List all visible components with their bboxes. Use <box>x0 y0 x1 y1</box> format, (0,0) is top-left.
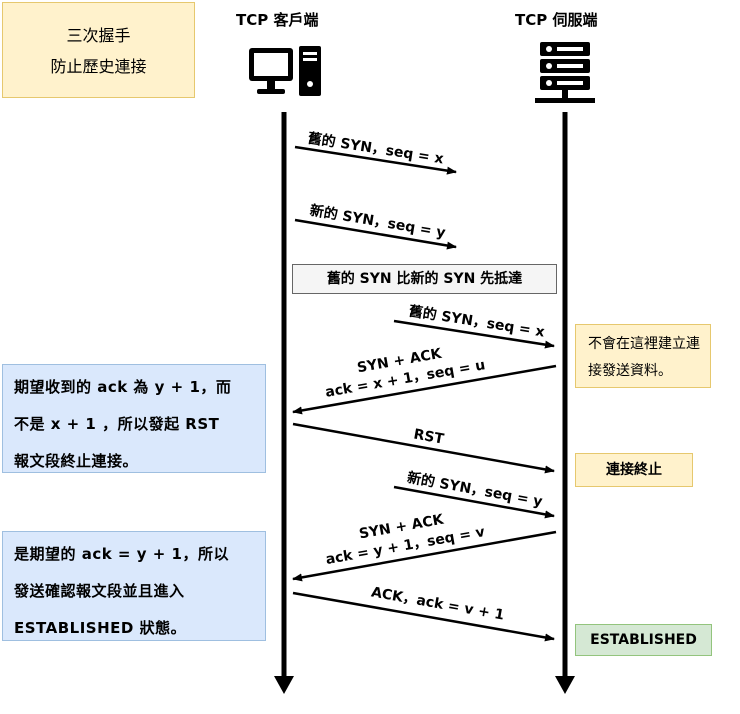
computer-icon <box>249 46 321 96</box>
rst-note-line-3: 報文段終止連接。 <box>14 452 139 470</box>
label-rst: RST <box>412 426 445 447</box>
arrow-old-syn-2 <box>393 319 555 349</box>
arrow-ack <box>292 591 555 642</box>
arrow-syn-ack-2 <box>292 530 557 582</box>
client-label: TCP 客戶端 <box>236 11 319 29</box>
rst-note-line-1: 期望收到的 ack 為 y + 1，而 <box>14 378 232 396</box>
title-line-1: 三次握手 <box>66 26 131 45</box>
server-icon <box>535 42 595 103</box>
no-conn-line-1: 不會在這裡建立連 <box>588 336 700 352</box>
arrow-old-syn-1 <box>294 145 457 175</box>
title-line-2: 防止歷史連接 <box>50 57 147 76</box>
no-connection-note: 不會在這裡建立連 接發送資料。 <box>575 324 711 388</box>
title-box: 三次握手 防止歷史連接 <box>2 2 195 98</box>
established-explanation-note: 是期望的 ack = y + 1，所以 發送確認報文段並且進入 ESTABLIS… <box>2 531 266 641</box>
label-new-syn-2: 新的 SYN，seq = y <box>406 469 544 510</box>
label-new-syn-1: 新的 SYN，seq = y <box>309 202 447 241</box>
arrow-new-syn-2 <box>393 485 555 519</box>
server-label: TCP 伺服端 <box>515 11 598 29</box>
rst-explanation-note: 期望收到的 ack 為 y + 1，而 不是 x + 1 ，所以發起 RST 報… <box>2 364 266 473</box>
client-lifeline-arrow <box>274 676 294 694</box>
est-note-line-2: 發送確認報文段並且進入 <box>14 582 185 600</box>
est-note-line-1: 是期望的 ack = y + 1，所以 <box>14 545 229 563</box>
rst-note-line-2: 不是 x + 1 ，所以發起 RST <box>14 415 220 433</box>
no-conn-line-2: 接發送資料。 <box>588 363 672 379</box>
server-lifeline-arrow <box>555 676 575 694</box>
established-state-badge: ESTABLISHED <box>575 624 712 656</box>
early-arrival-note: 舊的 SYN 比新的 SYN 先抵達 <box>292 264 557 294</box>
connection-terminated-note: 連接終止 <box>575 453 693 487</box>
label-old-syn-1: 舊的 SYN，seq = x <box>307 130 445 168</box>
arrow-rst <box>292 422 555 474</box>
arrow-new-syn-1 <box>294 218 457 250</box>
arrow-syn-ack-1 <box>292 364 557 415</box>
est-note-line-3: ESTABLISHED 狀態。 <box>14 619 187 637</box>
